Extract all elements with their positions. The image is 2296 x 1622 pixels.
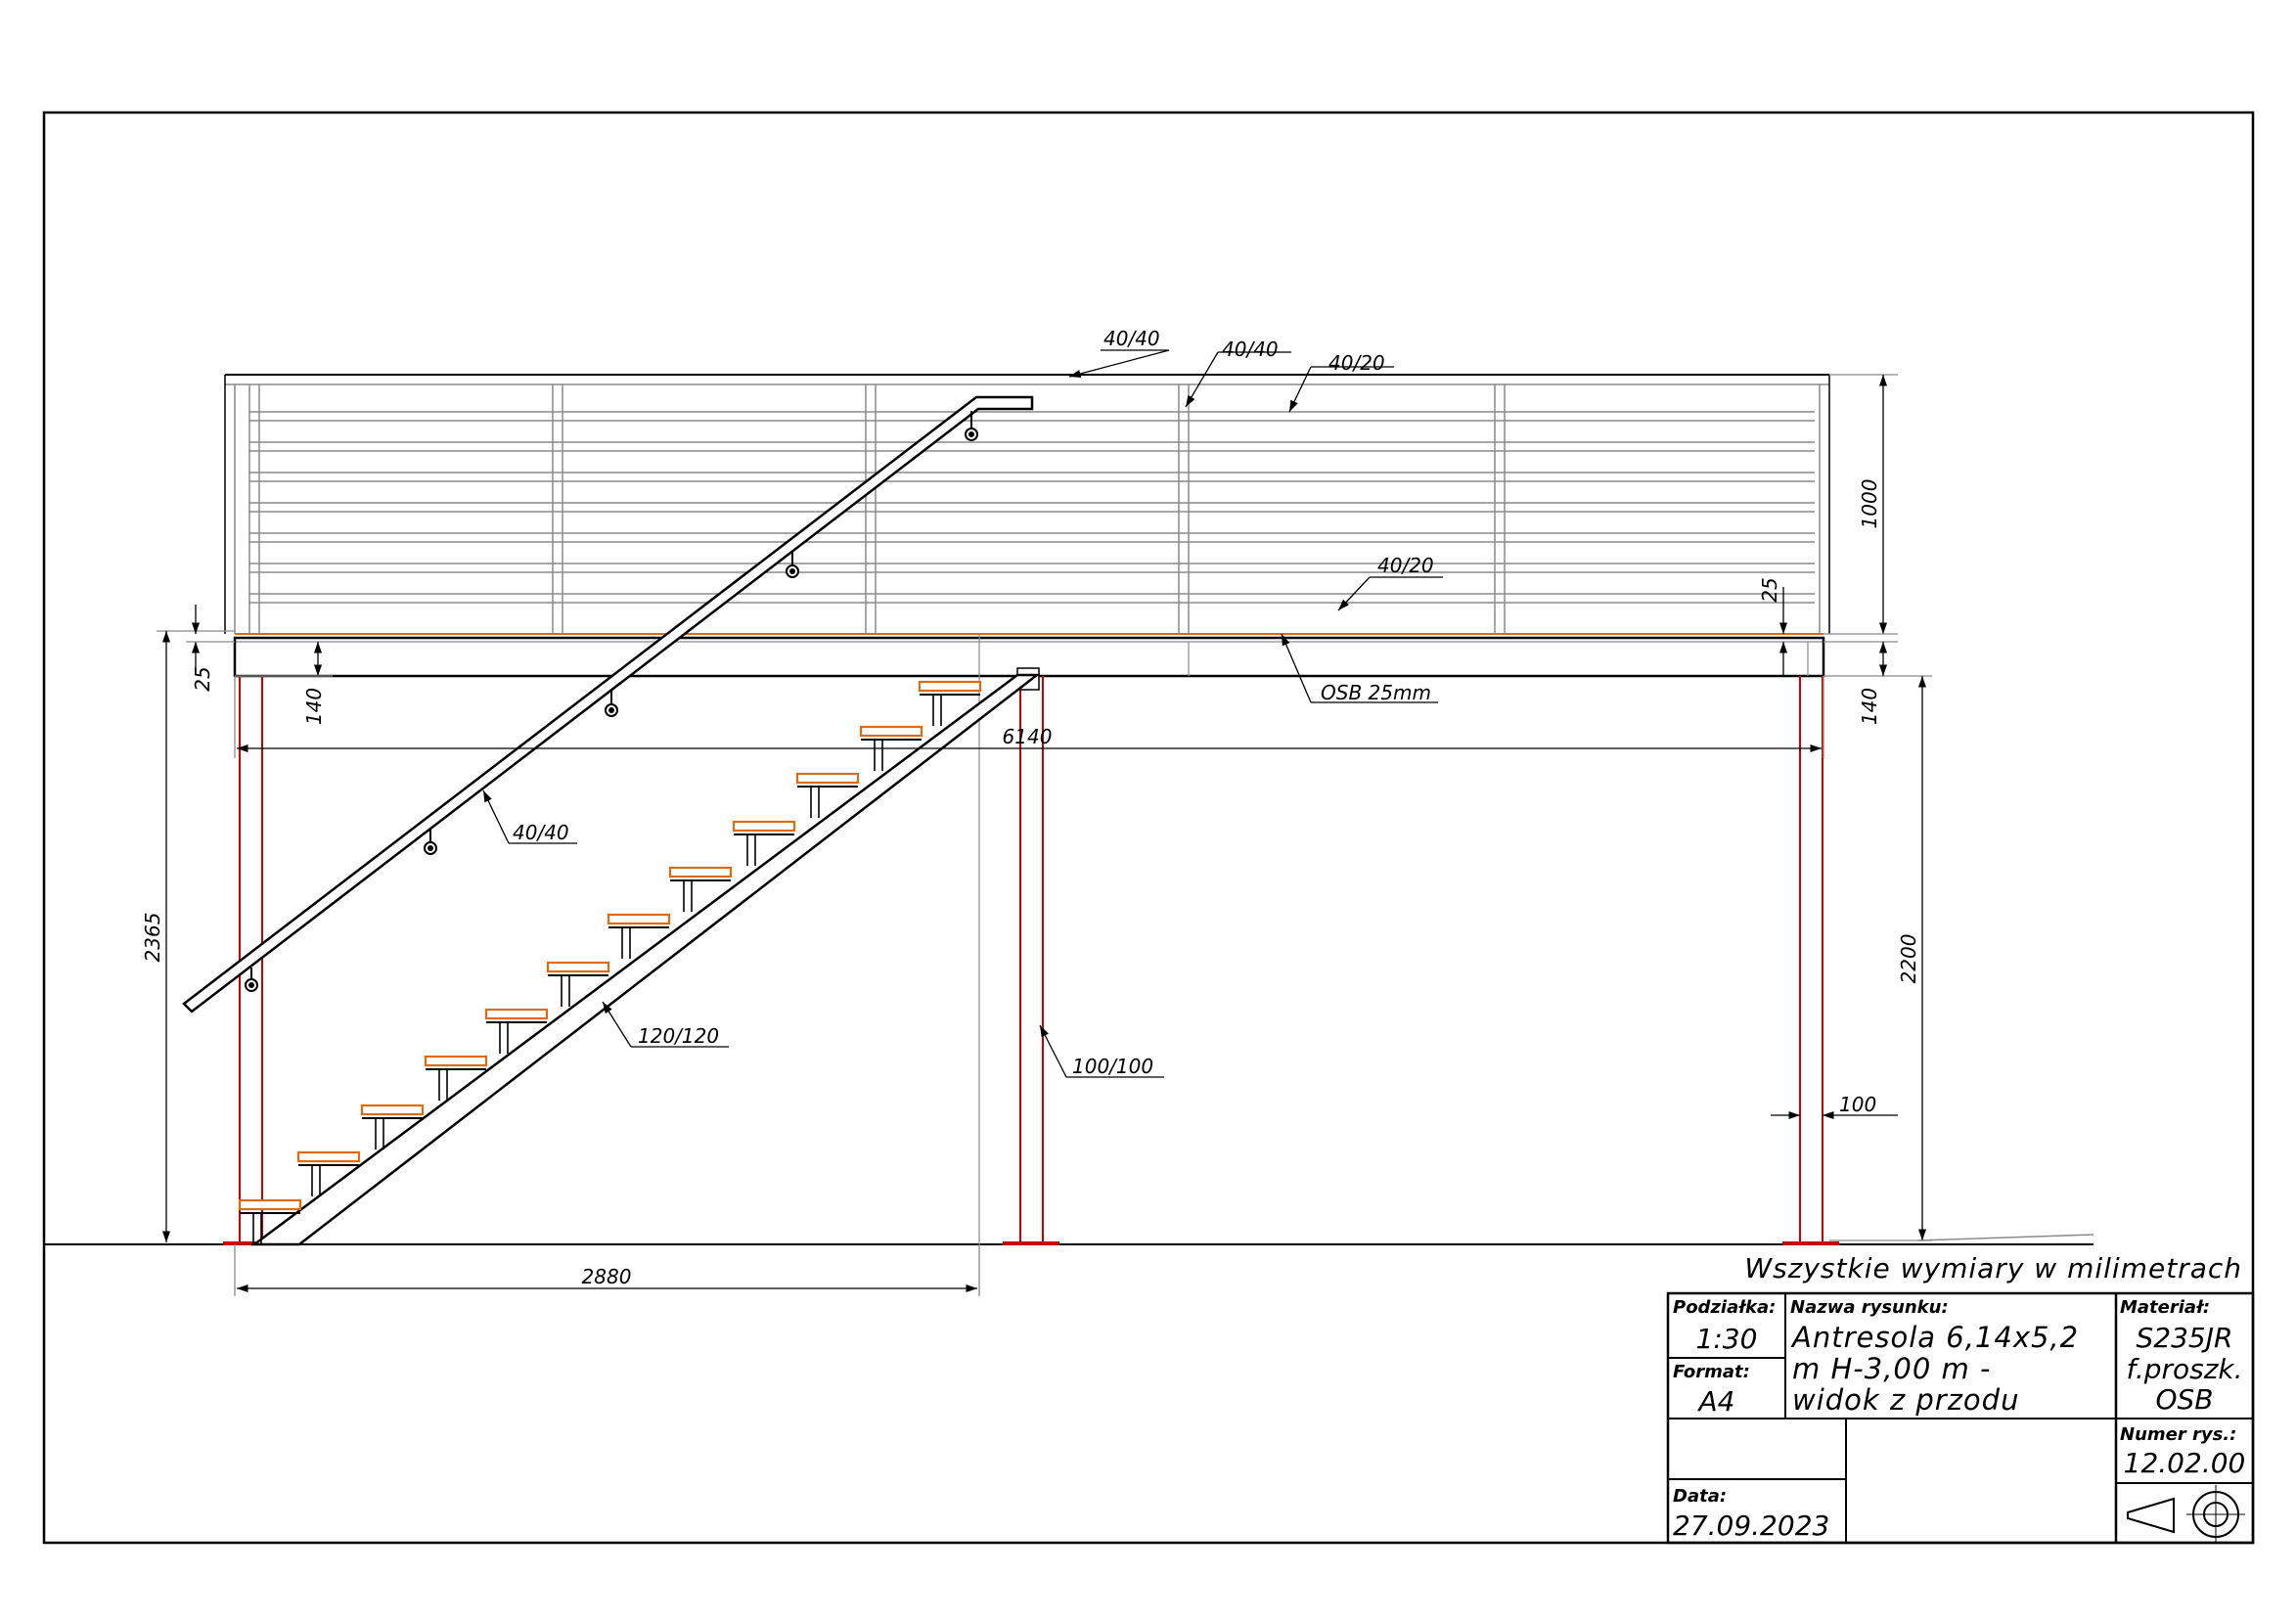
scale-value: 1:30 bbox=[1696, 1323, 1758, 1355]
material-line3: OSB bbox=[2155, 1383, 2213, 1416]
handrail-callout: 40/40 bbox=[513, 821, 569, 844]
dim-deck-thickness-left: 25 bbox=[191, 666, 214, 691]
number-label: Numer rys.: bbox=[2120, 1424, 2236, 1445]
stair-tread bbox=[607, 913, 671, 925]
dim-rail-height: 1000 bbox=[1858, 479, 1881, 529]
annotations: 40/40 40/40 40/20 40/20 OSB 25mm 40/40 1… bbox=[141, 327, 1920, 1288]
dim-total-height: 2365 bbox=[141, 913, 164, 963]
date-value: 27.09.2023 bbox=[1673, 1509, 1829, 1542]
post-callout: 40/40 bbox=[1222, 338, 1279, 361]
stringer-callout: 120/120 bbox=[638, 1024, 719, 1048]
date-label: Data: bbox=[1673, 1486, 1727, 1507]
stair bbox=[238, 673, 1041, 1246]
units-note: Wszystkie wymiary w milimetrach bbox=[1744, 1252, 2242, 1284]
material-line1: S235JR bbox=[2137, 1322, 2233, 1354]
format-label: Format: bbox=[1673, 1362, 1750, 1382]
stair-tread bbox=[859, 725, 923, 738]
stair-tread bbox=[238, 1198, 302, 1211]
dim-deck-thickness-right: 25 bbox=[1758, 577, 1781, 602]
dim-column-width: 100 bbox=[1839, 1093, 1876, 1116]
drawing-name-label: Nazwa rysunku: bbox=[1790, 1297, 1949, 1318]
stair-stringer bbox=[250, 673, 1041, 1246]
number-value: 12.02.00 bbox=[2124, 1447, 2246, 1479]
railing bbox=[224, 374, 1830, 634]
stair-tread bbox=[668, 866, 733, 879]
dimension-lines bbox=[157, 349, 1932, 1296]
infill-bottom-callout: 40/20 bbox=[1377, 554, 1434, 577]
dim-clear-height: 2200 bbox=[1897, 934, 1920, 984]
columns bbox=[223, 676, 1839, 1245]
stair-tread bbox=[918, 680, 982, 693]
stair-tread bbox=[360, 1104, 425, 1116]
stair-tread bbox=[546, 961, 610, 973]
stair-tread bbox=[424, 1055, 488, 1067]
title-block: Wszystkie wymiary w milimetrach Podziałk… bbox=[1666, 1252, 2255, 1545]
stair-tread bbox=[732, 820, 796, 833]
dim-beam-height-right: 140 bbox=[1858, 688, 1881, 725]
handrail bbox=[182, 395, 1034, 1014]
first-angle-projection-icon bbox=[2127, 1485, 2245, 1544]
column-callout: 100/100 bbox=[1072, 1055, 1153, 1078]
dim-stair-run: 2880 bbox=[582, 1265, 632, 1288]
handrail-brackets bbox=[245, 411, 978, 992]
deck-callout: OSB 25mm bbox=[1321, 681, 1431, 704]
scale-label: Podziałka: bbox=[1673, 1297, 1776, 1318]
stair-treads bbox=[238, 680, 982, 1244]
stair-tread bbox=[484, 1008, 549, 1020]
drawing-frame bbox=[42, 111, 2255, 1545]
infill-top-callout: 40/20 bbox=[1328, 351, 1385, 375]
format-value: A4 bbox=[1697, 1385, 1735, 1418]
drawing-name-line1: Antresola 6,14x5,2 bbox=[1790, 1321, 2079, 1354]
stair-tread bbox=[795, 772, 860, 785]
dim-overall-width: 6140 bbox=[1003, 725, 1053, 748]
stair-tread bbox=[296, 1150, 361, 1163]
rail-top-callout: 40/40 bbox=[1103, 327, 1160, 350]
ground-line-right bbox=[1916, 1234, 2094, 1241]
dim-beam-height-left: 140 bbox=[302, 688, 326, 725]
material-label: Materiał: bbox=[2120, 1297, 2210, 1318]
drawing-name-line3: widok z przodu bbox=[1792, 1383, 2019, 1417]
material-line2: f.proszk. bbox=[2126, 1353, 2242, 1385]
drawing-name-line2: m H-3,00 m - bbox=[1792, 1352, 1991, 1385]
